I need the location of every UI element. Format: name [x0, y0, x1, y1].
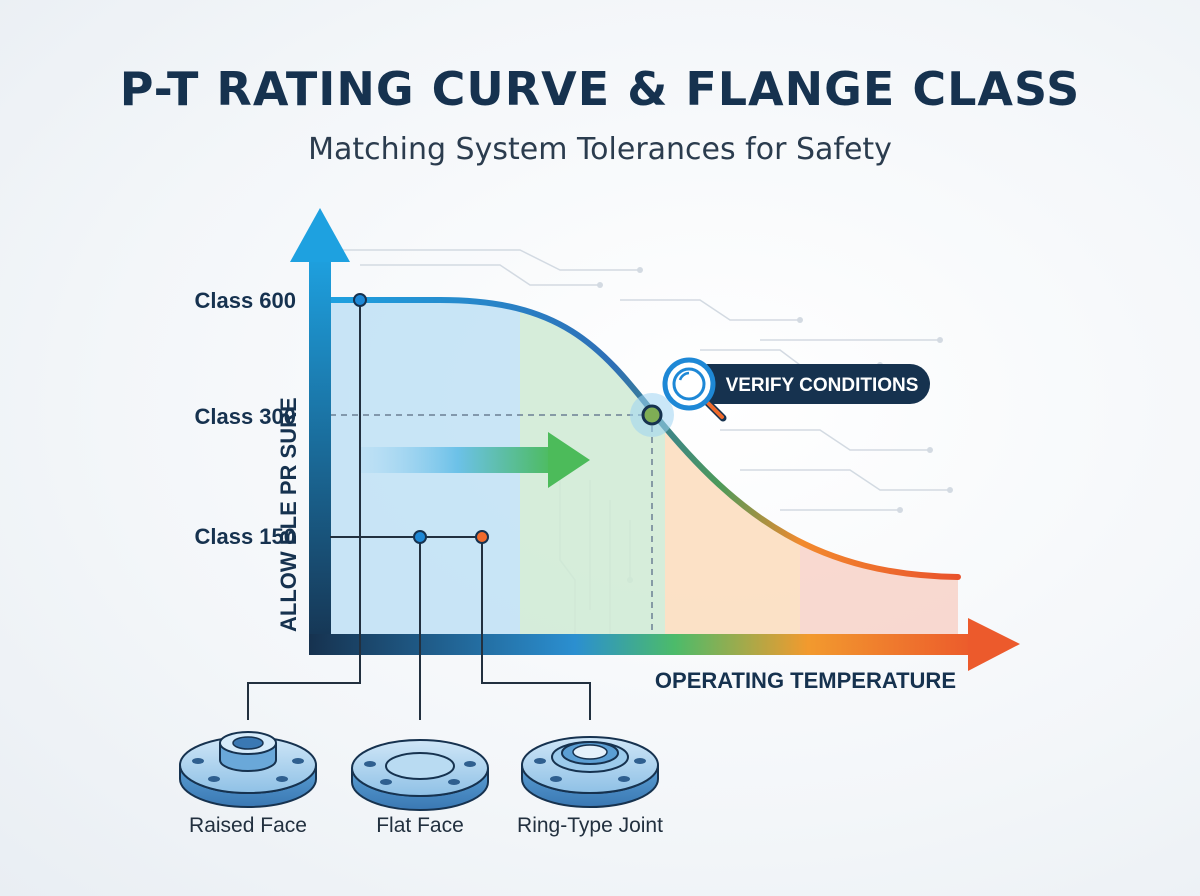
- flange-connectors: [247, 300, 591, 720]
- y-axis-label: ALLOW BLE PR SURE: [276, 397, 301, 632]
- verify-conditions-label: VERIFY CONDITIONS: [726, 375, 919, 396]
- x-axis-label: OPERATING TEMPERATURE: [655, 668, 956, 693]
- page-subtitle: Matching System Tolerances for Safety: [308, 132, 892, 167]
- verify-conditions-callout: VERIFY CONDITIONS: [662, 357, 930, 422]
- raised-face-label: Raised Face: [189, 814, 307, 837]
- class-150-label: Class 150: [194, 524, 296, 549]
- ring-type-joint-label: Ring-Type Joint: [517, 814, 663, 837]
- magnifier-icon: [662, 357, 727, 422]
- flat-face-label: Flat Face: [376, 814, 464, 837]
- class-600-label: Class 600: [194, 288, 296, 313]
- y-axis: [290, 208, 350, 655]
- direction-arrow: [360, 432, 590, 488]
- raised-face-marker: [413, 530, 427, 544]
- page-title: P-T RATING CURVE & FLANGE CLASS: [119, 62, 1081, 116]
- flat-face-flange: [351, 739, 489, 811]
- class-600-marker: [353, 293, 367, 307]
- zone-low: [330, 300, 520, 648]
- raised-face-flange: [179, 731, 317, 808]
- x-axis: [309, 618, 1020, 671]
- ring-type-joint-flange: [521, 736, 659, 808]
- class-300-label: Class 300: [194, 404, 296, 429]
- ring-type-joint-marker: [475, 530, 489, 544]
- operating-point: [630, 393, 674, 437]
